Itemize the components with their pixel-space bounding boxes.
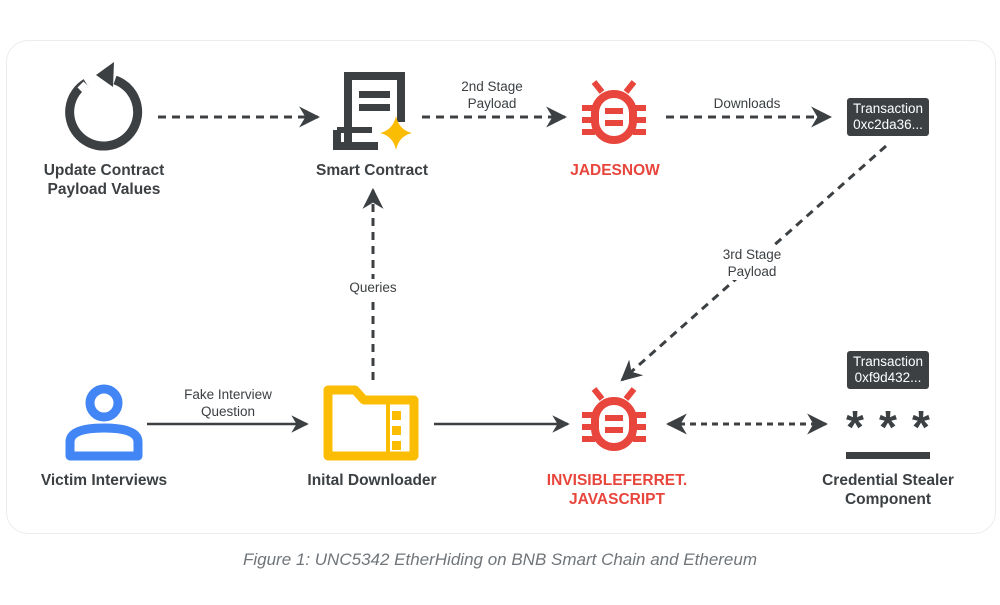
edge-label-3rd-stage: 3rd Stage Payload (720, 246, 784, 280)
sparkle-icon (380, 116, 412, 150)
bug-icon (582, 80, 646, 144)
zip-folder-icon (323, 385, 419, 461)
transaction-badge-1: Transaction 0xc2da36... (846, 98, 930, 136)
node-invisibleferret-label: INVISIBLEFERRET. JAVASCRIPT (546, 472, 688, 508)
node-smart-contract-label: Smart Contract (316, 162, 428, 179)
node-victim-label: Victim Interviews (40, 472, 168, 489)
contract-document-icon (333, 72, 405, 150)
node-jadesnow-label: JADESNOW (570, 162, 660, 179)
refresh-icon (65, 62, 143, 151)
bug-icon (582, 387, 646, 451)
svg-text:*: * (846, 401, 864, 453)
node-downloader-label: Inital Downloader (307, 472, 437, 489)
edge-label-fake-interview: Fake Interview Question (184, 387, 272, 419)
transaction-badge-2: Transaction 0xf9d432... (846, 351, 930, 389)
edge-label-2nd-stage: 2nd Stage Payload (461, 79, 523, 111)
password-icon: * * * (846, 401, 930, 459)
edge-tx1-to-ferret (620, 144, 887, 382)
node-update-label: Update Contract Payload Values (43, 162, 165, 198)
figure-caption: Figure 1: UNC5342 EtherHiding on BNB Sma… (242, 550, 758, 569)
svg-text:*: * (879, 401, 897, 453)
svg-text:*: * (912, 401, 930, 453)
edge-label-downloads: Downloads (713, 96, 781, 111)
edge-label-queries: Queries (347, 279, 399, 296)
node-stealer-label: Credential Stealer Component (822, 472, 954, 508)
person-icon (65, 384, 143, 461)
